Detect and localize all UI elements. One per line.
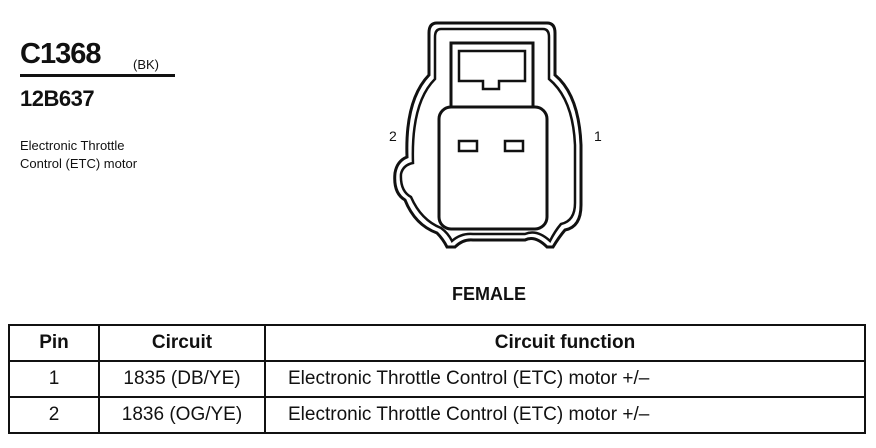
cell-circuit: 1836 (OG/YE) — [98, 396, 266, 434]
part-number: 12B637 — [20, 86, 95, 111]
cell-circuit: 1835 (DB/YE) — [98, 360, 266, 398]
cell-function: Electronic Throttle Control (ETC) motor … — [264, 360, 866, 398]
connector-color-code: (BK) — [133, 57, 159, 72]
connector-id-underline — [20, 74, 175, 77]
housing-outer-outline — [393, 21, 583, 249]
column-header-function: Circuit function — [264, 324, 866, 362]
pin-circuit-table: Pin Circuit Circuit function 1 1835 (DB/… — [8, 324, 866, 434]
table-header-row: Pin Circuit Circuit function — [8, 324, 866, 362]
connector-description: Electronic Throttle Control (ETC) motor — [20, 138, 138, 171]
cell-pin: 2 — [8, 396, 100, 434]
pin-label-2: 2 — [389, 128, 397, 144]
pin-cavity-2 — [457, 139, 479, 153]
cell-pin: 1 — [8, 360, 100, 398]
latch-tab-inner — [457, 49, 527, 91]
connector-gender-label: FEMALE — [452, 284, 526, 304]
connector-face-diagram — [393, 21, 583, 249]
connector-id: C1368 — [20, 38, 101, 70]
table-row: 1 1835 (DB/YE) Electronic Throttle Contr… — [8, 360, 866, 398]
column-header-pin: Pin — [8, 324, 100, 362]
table-row: 2 1836 (OG/YE) Electronic Throttle Contr… — [8, 396, 866, 434]
pin-cavity-1 — [503, 139, 525, 153]
latch-tab-outer — [449, 41, 535, 109]
terminal-block — [437, 105, 549, 231]
column-header-circuit: Circuit — [98, 324, 266, 362]
housing-inner-outline — [399, 27, 577, 244]
pin-label-1: 1 — [594, 128, 602, 144]
cell-function: Electronic Throttle Control (ETC) motor … — [264, 396, 866, 434]
